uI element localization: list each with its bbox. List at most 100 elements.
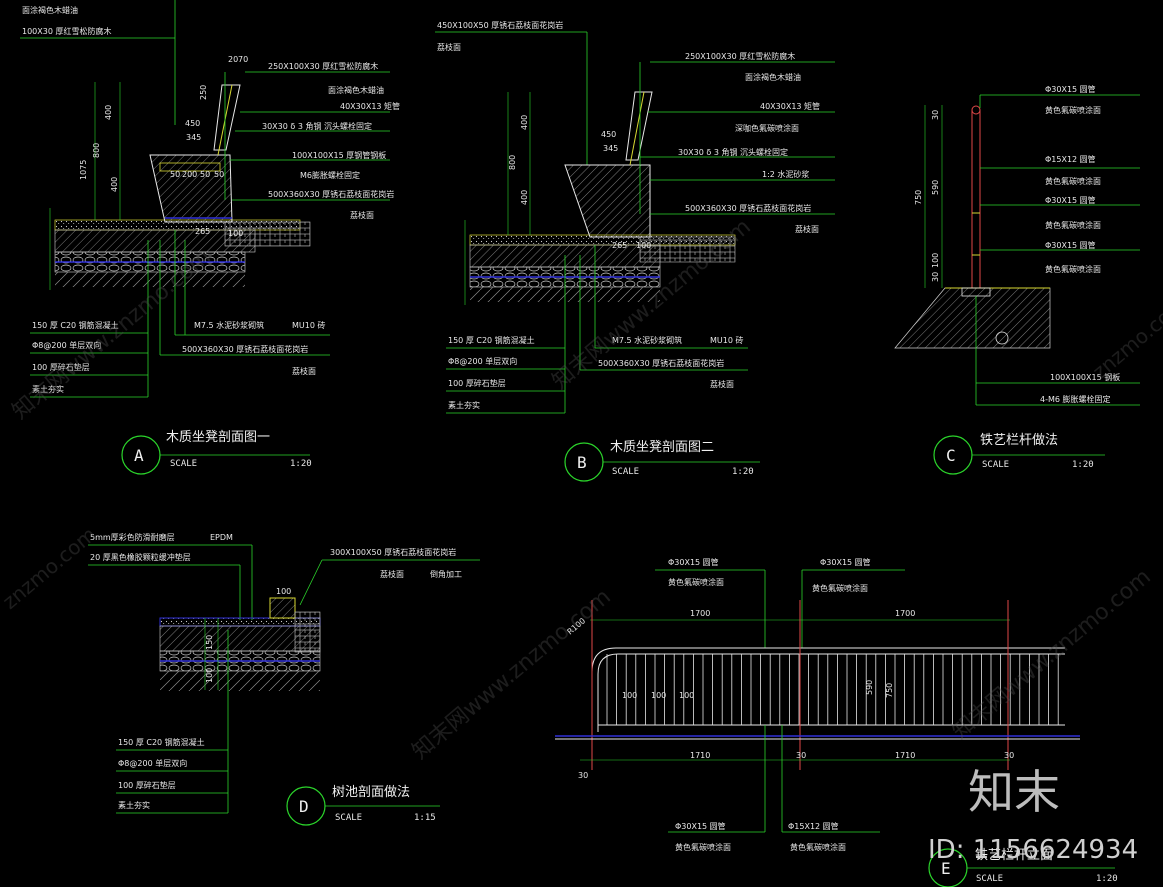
- svg-text:150 厚 C20 钢筋混凝土: 150 厚 C20 钢筋混凝土: [448, 335, 535, 345]
- panel-b-left-notes: 150 厚 C20 钢筋混凝土 Φ8@200 单层双向 100 厚碎石垫层 素土…: [446, 245, 596, 414]
- panel-b-wood-bench-section-2: 450X100X50 厚锈石荔枝面花岗岩 荔枝面 400 800 400 450…: [435, 20, 835, 482]
- panel-d-tree-pit-section: 5mm厚彩色防滑耐磨层 EPDM 20 厚黑色橡胶颗粒缓冲垫层 300X100X…: [88, 532, 480, 826]
- svg-text:265: 265: [612, 241, 627, 250]
- panel-c-scale-value: 1:20: [1072, 460, 1094, 470]
- svg-text:450: 450: [185, 119, 200, 128]
- svg-text:30: 30: [796, 751, 806, 760]
- svg-text:黄色氟碳喷涂面: 黄色氟碳喷涂面: [1045, 105, 1101, 115]
- svg-text:1700: 1700: [895, 609, 915, 618]
- panel-a-title: 木质坐凳剖面图一: [166, 429, 270, 445]
- svg-text:40X30X13 矩管: 40X30X13 矩管: [340, 101, 400, 111]
- panel-e-top-notes: Φ30X15 圆管 黄色氟碳喷涂面 Φ30X15 圆管 黄色氟碳喷涂面: [655, 557, 905, 648]
- panel-d-soil-layer: [160, 671, 320, 691]
- svg-text:1:2 水泥砂浆: 1:2 水泥砂浆: [762, 169, 809, 179]
- svg-text:黄色氟碳喷涂面: 黄色氟碳喷涂面: [675, 842, 731, 852]
- panel-a-letter: A: [134, 446, 144, 465]
- svg-text:100 厚碎石垫层: 100 厚碎石垫层: [32, 362, 90, 372]
- svg-text:400: 400: [104, 105, 113, 120]
- svg-text:100: 100: [276, 587, 291, 596]
- svg-text:Φ30X15 圆管: Φ30X15 圆管: [820, 557, 871, 567]
- svg-text:素土夯实: 素土夯实: [118, 800, 150, 810]
- svg-text:Φ8@200 单层双向: Φ8@200 单层双向: [32, 340, 101, 350]
- svg-text:590: 590: [865, 680, 874, 695]
- panel-a-scale-label: SCALE: [170, 459, 197, 469]
- svg-text:EPDM: EPDM: [210, 533, 233, 542]
- svg-text:黄色氟碳喷涂面: 黄色氟碳喷涂面: [668, 577, 724, 587]
- svg-text:黄色氟碳喷涂面: 黄色氟碳喷涂面: [1045, 264, 1101, 274]
- svg-text:素土夯实: 素土夯实: [448, 400, 480, 410]
- svg-text:500X360X30 厚锈石荔枝面花岗岩: 500X360X30 厚锈石荔枝面花岗岩: [598, 358, 724, 368]
- panel-b-scale-value: 1:20: [732, 467, 754, 477]
- svg-text:100: 100: [931, 253, 940, 268]
- svg-text:400: 400: [520, 115, 529, 130]
- svg-text:400: 400: [110, 177, 119, 192]
- panel-d-title: 树池剖面做法: [332, 785, 410, 800]
- panel-b-title: 木质坐凳剖面图二: [610, 439, 714, 455]
- panel-a-scale-value: 1:20: [290, 459, 312, 469]
- svg-text:345: 345: [186, 133, 201, 142]
- panel-a-brick: [224, 221, 311, 247]
- panel-b-scale-label: SCALE: [612, 467, 639, 477]
- svg-text:倒角加工: 倒角加工: [430, 569, 462, 579]
- panel-c-iron-railing-detail: 30 590 750 100 30 Φ30X15 圆管 黄色氟碳喷涂面 Φ15X…: [894, 84, 1140, 475]
- svg-text:黄色氟碳喷涂面: 黄色氟碳喷涂面: [1045, 176, 1101, 186]
- svg-text:Φ15X12 圆管: Φ15X12 圆管: [788, 821, 839, 831]
- panel-c-right-notes: Φ30X15 圆管 黄色氟碳喷涂面 Φ15X12 圆管 黄色氟碳喷涂面 Φ30X…: [979, 84, 1140, 274]
- panel-a-bottom-notes: M7.5 水泥砂浆砌筑 MU10 砖 500X360X30 厚锈石荔枝面花岗岩 …: [160, 240, 330, 376]
- panel-a-left-notes: 150 厚 C20 钢筋混凝土 Φ8@200 单层双向 100 厚碎石垫层 素土…: [30, 230, 176, 398]
- svg-text:500X360X30 厚锈石荔枝面花岗岩: 500X360X30 厚锈石荔枝面花岗岩: [182, 344, 308, 354]
- svg-text:Φ15X12 圆管: Φ15X12 圆管: [1045, 154, 1096, 164]
- panel-d-left-notes: 150 厚 C20 钢筋混凝土 Φ8@200 单层双向 100 厚碎石垫层 素土…: [116, 630, 229, 814]
- panel-a-bench-body: [149, 154, 233, 223]
- svg-text:4-M6 膨胀螺栓固定: 4-M6 膨胀螺栓固定: [1040, 394, 1111, 404]
- svg-text:200: 200: [182, 170, 197, 179]
- svg-text:450X100X50 厚锈石荔枝面花岗岩: 450X100X50 厚锈石荔枝面花岗岩: [437, 20, 563, 30]
- panel-c-foundation: [894, 287, 1051, 349]
- panel-a-right-notes: 250X100X30 厚红雪松防腐木 面涂褐色木蜡油 40X30X13 矩管 3…: [224, 61, 400, 220]
- svg-text:1075: 1075: [79, 160, 88, 180]
- svg-text:800: 800: [92, 143, 101, 158]
- svg-text:100X100X15 厚钢管钢板: 100X100X15 厚钢管钢板: [292, 150, 386, 160]
- svg-text:黄色氟碳喷涂面: 黄色氟碳喷涂面: [790, 842, 846, 852]
- svg-text:荔枝面: 荔枝面: [710, 379, 734, 389]
- panel-e-letter: E: [941, 859, 951, 878]
- svg-text:100: 100: [651, 691, 666, 700]
- panel-d-top-notes: 5mm厚彩色防滑耐磨层 EPDM 20 厚黑色橡胶颗粒缓冲垫层: [88, 532, 253, 620]
- svg-text:500X360X30 厚锈石荔枝面花岗岩: 500X360X30 厚锈石荔枝面花岗岩: [685, 203, 811, 213]
- svg-text:100: 100: [679, 691, 694, 700]
- svg-text:M7.5 水泥砂浆砌筑: M7.5 水泥砂浆砌筑: [612, 335, 682, 345]
- panel-b-bench-body: [564, 164, 651, 238]
- panel-d-right-notes: 300X100X50 厚锈石荔枝面花岗岩 荔枝面 倒角加工: [299, 547, 480, 606]
- svg-text:荔枝面: 荔枝面: [350, 210, 374, 220]
- svg-text:Φ30X15 圆管: Φ30X15 圆管: [1045, 84, 1096, 94]
- panel-d-concrete-layer: [159, 625, 321, 652]
- svg-text:荔枝面: 荔枝面: [380, 569, 404, 579]
- svg-text:1710: 1710: [895, 751, 915, 760]
- svg-text:800: 800: [508, 155, 517, 170]
- panel-e-scale-label: SCALE: [976, 874, 1003, 884]
- svg-text:30: 30: [931, 110, 940, 120]
- panel-c-scale-label: SCALE: [982, 460, 1009, 470]
- svg-text:荔枝面: 荔枝面: [795, 224, 819, 234]
- watermark-id: ID: 1156624934: [928, 835, 1138, 865]
- watermark-site-4: 知末网www.znzmo.com: [948, 564, 1156, 744]
- panel-d-curb-stone: [269, 597, 296, 619]
- svg-text:30X30 δ 3 角钢 沉头螺栓固定: 30X30 δ 3 角钢 沉头螺栓固定: [678, 147, 788, 157]
- svg-text:100: 100: [622, 691, 637, 700]
- svg-text:100: 100: [636, 241, 651, 250]
- watermark-site-6: znzmo.com: [1088, 292, 1163, 384]
- watermark-logo: 知末: [968, 765, 1060, 819]
- svg-text:黄色氟碳喷涂面: 黄色氟碳喷涂面: [1045, 220, 1101, 230]
- panel-e-bottom-notes: Φ30X15 圆管 黄色氟碳喷涂面 Φ15X12 圆管 黄色氟碳喷涂面: [668, 725, 880, 852]
- svg-text:Φ30X15 圆管: Φ30X15 圆管: [675, 821, 726, 831]
- panel-b-bottom-notes: M7.5 水泥砂浆砌筑 MU10 砖 500X360X30 厚锈石荔枝面花岗岩 …: [580, 335, 748, 389]
- svg-text:面涂褐色木蜡油: 面涂褐色木蜡油: [328, 85, 384, 95]
- panel-a-top-note-1: 面涂褐色木蜡油: [22, 5, 78, 15]
- panel-a-backrest: [213, 84, 241, 151]
- svg-text:100: 100: [205, 668, 214, 683]
- svg-text:345: 345: [603, 144, 618, 153]
- panel-b-brick: [639, 236, 736, 263]
- panel-e-balusters: [606, 654, 1059, 725]
- watermark-site-3: 知末网www.znzmo.com: [408, 584, 616, 764]
- svg-text:30X30 δ 3 角钢 沉头螺栓固定: 30X30 δ 3 角钢 沉头螺栓固定: [262, 121, 372, 131]
